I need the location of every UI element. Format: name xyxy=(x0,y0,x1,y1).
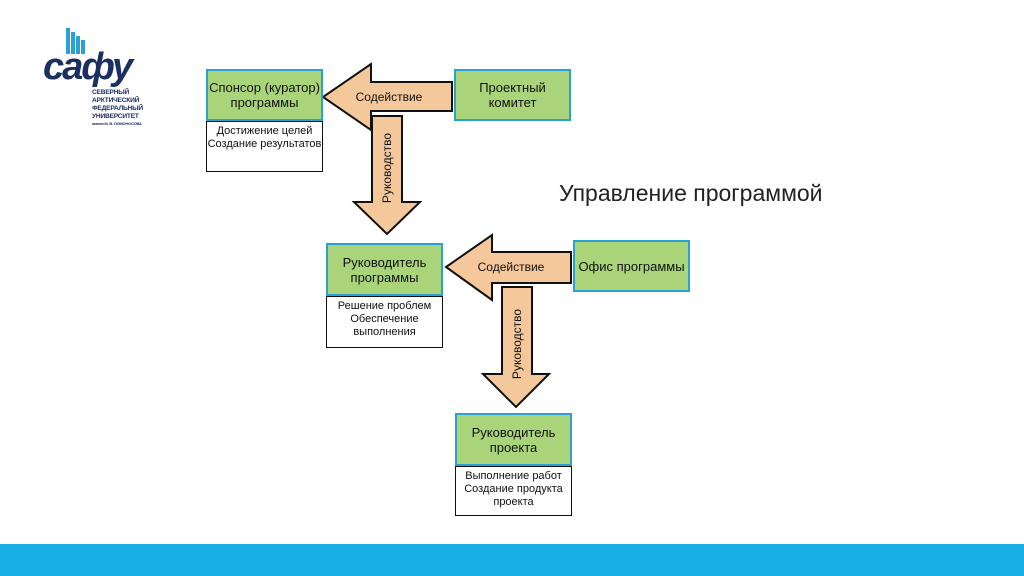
slide-title: Управление программой xyxy=(559,180,823,206)
logo-subline: имени М. В. ЛОМОНОСОВА xyxy=(92,121,142,126)
footer-bar xyxy=(0,544,1024,576)
program-manager-tasks: Решение проблем Обеспечение выполнения xyxy=(326,296,443,348)
support-arrow-2: Содействие xyxy=(444,233,572,302)
project-manager-tasks: Выполнение работ Создание продукта проек… xyxy=(455,466,572,516)
project-manager-box: Руководитель проекта xyxy=(455,413,572,466)
guidance-arrow-1-label: Руководство xyxy=(380,133,394,203)
sponsor-box: Спонсор (куратор) программы xyxy=(206,69,323,121)
project-committee-box: Проектный комитет xyxy=(454,69,571,121)
support-arrow-2-label: Содействие xyxy=(478,260,545,274)
program-office-label: Офис программы xyxy=(578,258,685,274)
logo-line: АРКТИЧЕСКИЙ xyxy=(92,97,140,104)
program-manager-task: Решение проблем xyxy=(337,300,432,312)
project-manager-task: Создание продукта проекта xyxy=(464,483,563,508)
guidance-arrow-1: Руководство xyxy=(351,115,423,236)
logo-brand: сафу xyxy=(43,46,133,88)
program-office-box: Офис программы xyxy=(573,240,690,292)
sponsor-tasks: Достижение целей Создание результатов xyxy=(206,121,323,172)
project-committee-label: Проектный комитет xyxy=(479,80,546,110)
logo-university-name: СЕВЕРНЫЙ АРКТИЧЕСКИЙ ФЕДЕРАЛЬНЫЙ УНИВЕРС… xyxy=(92,89,152,127)
logo-line: ФЕДЕРАЛЬНЫЙ xyxy=(92,105,143,112)
program-manager-box: Руководитель программы xyxy=(326,243,443,296)
guidance-arrow-2: Руководство xyxy=(480,286,552,409)
support-arrow-1: Содействие xyxy=(321,62,453,132)
program-manager-task: Обеспечение выполнения xyxy=(350,313,419,338)
logo-line: УНИВЕРСИТЕТ xyxy=(92,113,139,120)
logo-emblem-icon xyxy=(66,28,85,54)
guidance-arrow-2-label: Руководство xyxy=(510,309,524,379)
sponsor-label: Спонсор (куратор) программы xyxy=(209,80,320,110)
project-manager-label: Руководитель проекта xyxy=(471,424,556,455)
program-manager-label: Руководитель программы xyxy=(342,254,427,285)
support-arrow-1-label: Содействие xyxy=(356,90,423,104)
sponsor-task: Достижение целей xyxy=(216,125,313,137)
sponsor-task: Создание результатов xyxy=(207,138,322,150)
project-manager-task: Выполнение работ xyxy=(465,470,562,482)
logo-line: СЕВЕРНЫЙ xyxy=(92,89,130,96)
